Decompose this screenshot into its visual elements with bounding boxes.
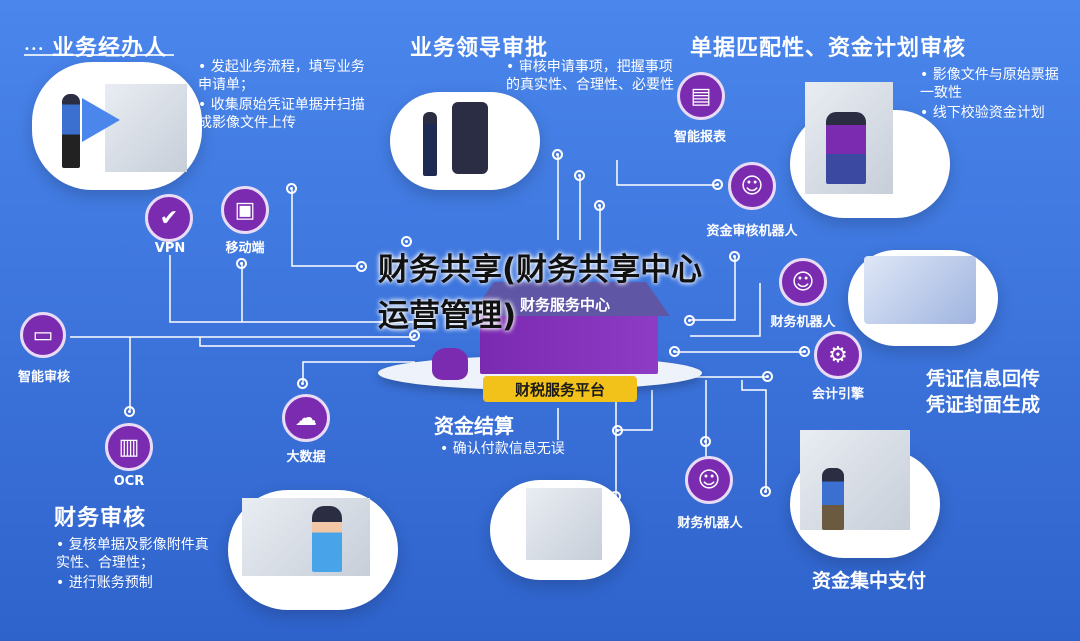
leader-bullet-1: 审核申请事项，把握事项的真实性、合理性、必要性 <box>506 58 686 94</box>
operator-heading: 业务经办人 <box>52 36 168 61</box>
audit-heading: 财务审核 <box>54 506 147 531</box>
connector-dot <box>712 179 723 190</box>
fund-robot-label: 资金审核机器人 <box>706 224 798 239</box>
person-audit-illustration <box>312 506 342 572</box>
connector-dot <box>729 251 740 262</box>
connector-dot <box>594 200 605 211</box>
voucher-line-1: 凭证信息回传 <box>926 368 1041 390</box>
room-payment <box>800 430 910 530</box>
smart-audit-node[interactable]: ▭ <box>20 312 66 358</box>
ocr-node[interactable]: ▥ <box>105 423 153 471</box>
play-screen-illustration <box>82 98 120 142</box>
center-robots-illustration <box>432 348 468 380</box>
vpn-icon: ✔ <box>159 205 179 231</box>
room-settlement <box>526 488 602 560</box>
connector-dot <box>297 378 308 389</box>
smart-audit-label: 智能审核 <box>17 370 70 385</box>
connector-dot <box>286 183 297 194</box>
person-desk-illustration <box>826 112 866 184</box>
mobile-node[interactable]: ▣ <box>221 186 269 234</box>
vpn-label: VPN <box>154 241 186 256</box>
center-banner-text: 财务服务中心 <box>520 296 611 314</box>
matching-bullet-1: 影像文件与原始票据一致性 <box>920 66 1070 102</box>
person-payment-illustration <box>822 468 844 530</box>
accounting-engine-node[interactable]: ⚙ <box>814 331 862 379</box>
center-roof <box>470 282 670 316</box>
finance-robot-bottom-label: 财务机器人 <box>677 516 743 531</box>
connector-dot <box>552 149 563 160</box>
matching-heading: 单据匹配性、资金计划审核 <box>690 36 967 61</box>
finance-robot-bottom-node[interactable]: ☺ <box>685 456 733 504</box>
audit-bullet-1: 复核单据及影像附件真实性、合理性； <box>56 536 216 572</box>
fund-robot-node[interactable]: ☺ <box>728 162 776 210</box>
connector-dot <box>574 170 585 181</box>
engine-icon: ⚙ <box>828 342 848 368</box>
connector-dot <box>612 425 623 436</box>
connector-dot <box>401 236 412 247</box>
big-data-label: 大数据 <box>286 450 326 465</box>
payment-heading: 资金集中支付 <box>812 570 927 592</box>
center-building <box>480 312 658 374</box>
connector-dot <box>799 346 810 357</box>
smart-report-node[interactable]: ▤ <box>677 72 725 120</box>
finance-robot-top-label: 财务机器人 <box>770 315 836 330</box>
finance-robot-top-node[interactable]: ☺ <box>779 258 827 306</box>
phone-illustration <box>452 102 488 174</box>
vpn-node[interactable]: ✔ <box>145 194 193 242</box>
monitor-icon: ▭ <box>32 322 54 348</box>
ocr-scanner-icon: ▥ <box>118 434 140 460</box>
settlement-bullet-1: 确认付款信息无误 <box>440 440 565 458</box>
connector-dot <box>236 258 247 269</box>
voucher-line-2: 凭证封面生成 <box>926 394 1041 416</box>
connector-dot <box>700 436 711 447</box>
platform-label-box: 财税服务平台 <box>483 376 637 402</box>
operator-bullet-2: 收集原始凭证单据并扫描成影像文件上传 <box>198 96 370 132</box>
leader-heading: 业务领导审批 <box>410 36 549 61</box>
robot-icon: ☺ <box>740 173 764 199</box>
accounting-engine-label: 会计引擎 <box>811 387 864 402</box>
ocr-label: OCR <box>113 474 145 489</box>
page-title: 财务共享(财务共享中心运营管理) <box>378 252 703 334</box>
robot-icon: ☺ <box>697 467 721 493</box>
connector-dot <box>124 406 135 417</box>
report-icon: ▤ <box>690 83 712 109</box>
settlement-heading: 资金结算 <box>434 414 514 438</box>
connector-dot <box>684 315 695 326</box>
smart-report-label: 智能报表 <box>673 130 726 145</box>
dashboard-illustration <box>864 256 976 324</box>
operator-bullet-1: 发起业务流程，填写业务申请单； <box>198 58 368 94</box>
audit-bullet-2: 进行账务预制 <box>56 574 153 592</box>
operator-heading-underline <box>24 54 174 56</box>
connector-dot <box>356 261 367 272</box>
matching-bullet-2: 线下校验资金计划 <box>920 104 1070 122</box>
person-operator-illustration <box>62 94 80 168</box>
connector-dot <box>762 371 773 382</box>
connector-dot <box>669 346 680 357</box>
person-leader-illustration <box>423 112 437 176</box>
robot-icon: ☺ <box>791 269 815 295</box>
platform-label: 财税服务平台 <box>514 380 605 399</box>
room-audit <box>242 498 370 576</box>
mobile-icon: ▣ <box>234 197 256 223</box>
cloud-data-icon: ☁ <box>295 405 317 431</box>
operator-dots-icon: ••• <box>24 44 45 55</box>
big-data-node[interactable]: ☁ <box>282 394 330 442</box>
mobile-label: 移动端 <box>225 241 265 256</box>
connector-dot <box>760 486 771 497</box>
connector-dot <box>409 330 420 341</box>
